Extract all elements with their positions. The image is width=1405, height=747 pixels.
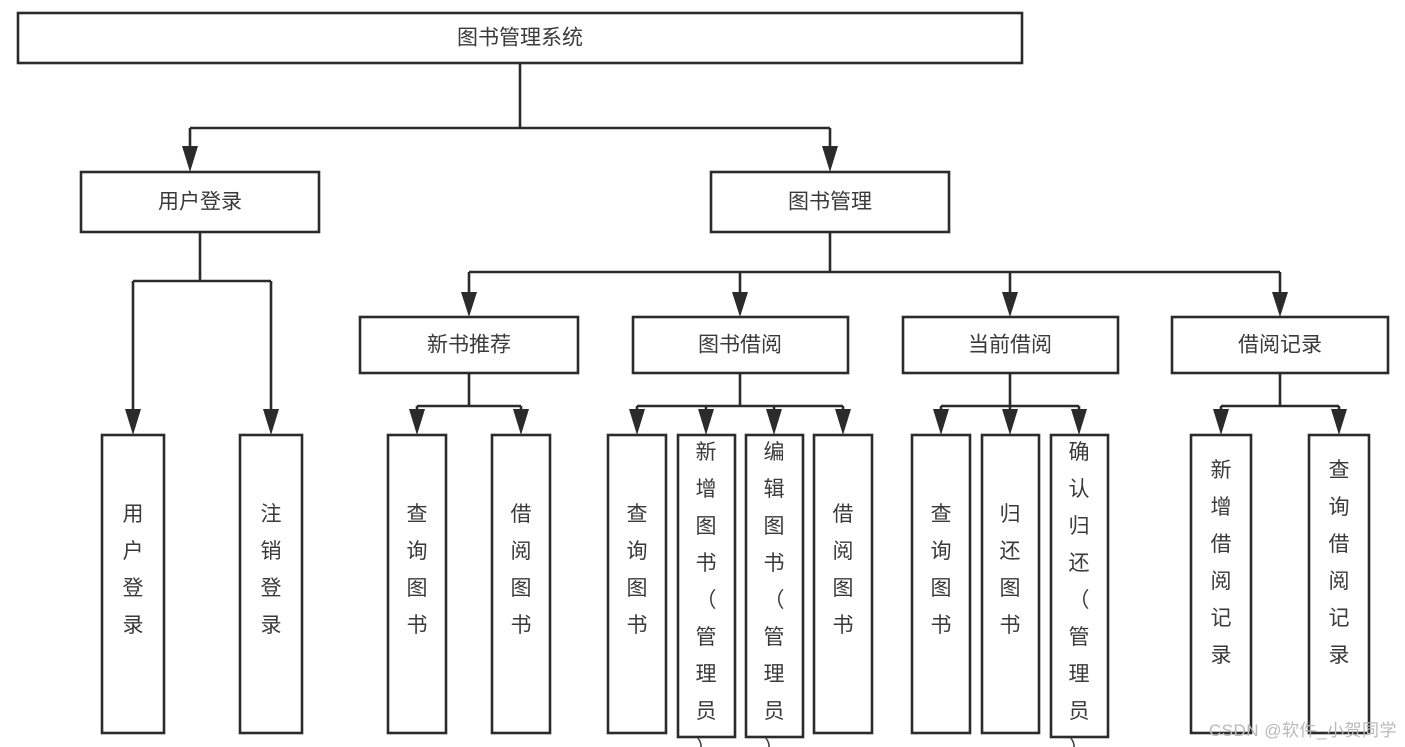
node-leaf-borrow-book-1[interactable]: 借阅图书: [490, 433, 552, 735]
node-leaf-add-record-box[interactable]: [1189, 433, 1253, 735]
node-new-book-rec-box[interactable]: [358, 315, 580, 375]
node-leaf-query-book-1-box[interactable]: [386, 433, 448, 735]
node-root[interactable]: 图书管理系统: [16, 11, 1024, 65]
node-leaf-query-book-2[interactable]: 查询图书: [606, 433, 668, 735]
node-leaf-query-record-label: 查询借阅记录: [1329, 459, 1350, 667]
node-leaf-user-logout[interactable]: 注销登录: [238, 433, 304, 735]
arrow-head-leaf-user-logout: [263, 409, 279, 435]
node-leaf-edit-book[interactable]: 编辑图书（管理员）: [744, 433, 805, 747]
arrow-head-leaf-edit-book: [766, 409, 782, 435]
arrow-head-bookmanage: [822, 146, 838, 172]
node-leaf-borrow-book-2-label: 借阅图书: [833, 503, 854, 637]
node-leaf-borrow-book-2[interactable]: 借阅图书: [812, 433, 874, 735]
node-new-book-rec[interactable]: 新书推荐: [358, 315, 580, 375]
arrow-head-new-book-rec: [461, 292, 477, 317]
node-leaf-edit-book-label: 编辑图书（管理员）: [764, 441, 785, 747]
node-root-box[interactable]: [16, 11, 1024, 65]
node-leaf-query-book-2-box[interactable]: [606, 433, 668, 735]
node-leaf-query-book-3-label: 查询图书: [931, 503, 952, 637]
node-new-book-rec-label: 新书推荐: [427, 334, 511, 357]
arrow-head-borrow-record: [1272, 292, 1288, 317]
connector-group-bookborrow: [629, 373, 851, 435]
node-current-borrow-label: 当前借阅: [968, 334, 1052, 357]
node-user-login-box[interactable]: [79, 170, 321, 234]
arrow-head-leaf-user-login: [125, 409, 141, 435]
node-leaf-confirm-return[interactable]: 确认归还（管理员）: [1049, 433, 1110, 747]
node-user-login-label: 用户登录: [158, 191, 242, 214]
connector-group-root: [182, 63, 838, 172]
node-root-label: 图书管理系统: [457, 27, 583, 50]
node-leaf-borrow-book-1-box[interactable]: [490, 433, 552, 735]
node-leaf-query-record[interactable]: 查询借阅记录: [1307, 433, 1371, 735]
node-leaf-query-record-box[interactable]: [1307, 433, 1371, 735]
arrow-head-leaf-add-record: [1213, 409, 1229, 435]
node-leaf-add-record-label: 新增借阅记录: [1211, 459, 1232, 667]
arrow-head-leaf-query-record: [1331, 409, 1347, 435]
arrow-head-leaf-query-book-2: [629, 409, 645, 435]
arrow-head-leaf-add-book: [698, 409, 714, 435]
node-leaf-return-book-label: 归还图书: [1000, 503, 1021, 637]
node-leaf-user-login-label: 用户登录: [123, 503, 144, 637]
node-leaf-return-book[interactable]: 归还图书: [980, 433, 1041, 735]
node-book-borrow-box[interactable]: [631, 315, 850, 375]
node-leaf-borrow-book-1-label: 借阅图书: [511, 503, 532, 637]
node-leaf-user-login-box[interactable]: [100, 433, 166, 735]
node-book-borrow[interactable]: 图书借阅: [631, 315, 850, 375]
node-leaf-add-record[interactable]: 新增借阅记录: [1189, 433, 1253, 735]
node-borrow-record-label: 借阅记录: [1238, 334, 1322, 357]
arrow-head-leaf-confirm-return: [1071, 409, 1087, 435]
arrow-head-userlogin: [182, 146, 198, 172]
arrow-head-leaf-borrow-book-1: [513, 409, 529, 435]
connector-group-userlogin: [125, 232, 279, 435]
node-leaf-confirm-return-box[interactable]: [1049, 433, 1110, 739]
node-book-borrow-label: 图书借阅: [698, 334, 782, 357]
connector-group-newbookrec: [409, 373, 529, 435]
node-leaf-query-book-1[interactable]: 查询图书: [386, 433, 448, 735]
node-leaf-add-book-box[interactable]: [676, 433, 737, 739]
node-current-borrow[interactable]: 当前借阅: [901, 315, 1120, 375]
node-user-login[interactable]: 用户登录: [79, 170, 321, 234]
node-leaf-user-login[interactable]: 用户登录: [100, 433, 166, 735]
arrow-head-book-borrow: [732, 292, 748, 317]
node-leaf-user-logout-box[interactable]: [238, 433, 304, 735]
node-leaf-user-logout-label: 注销登录: [261, 503, 282, 637]
arrow-head-current-borrow: [1002, 292, 1018, 317]
node-leaf-query-book-3[interactable]: 查询图书: [910, 433, 972, 735]
arrow-head-leaf-return-book: [1002, 409, 1018, 435]
node-book-manage-box[interactable]: [709, 170, 951, 234]
arrow-head-leaf-query-book-3: [933, 409, 949, 435]
node-borrow-record[interactable]: 借阅记录: [1170, 315, 1390, 375]
node-book-manage[interactable]: 图书管理: [709, 170, 951, 234]
node-leaf-query-book-2-label: 查询图书: [627, 503, 648, 637]
node-book-manage-label: 图书管理: [788, 191, 872, 214]
node-leaf-query-book-3-box[interactable]: [910, 433, 972, 735]
node-leaf-borrow-book-2-box[interactable]: [812, 433, 874, 735]
node-leaf-confirm-return-label: 确认归还（管理员）: [1069, 441, 1090, 747]
arrow-head-leaf-borrow-book-2: [835, 409, 851, 435]
node-leaf-return-book-box[interactable]: [980, 433, 1041, 735]
node-leaf-add-book[interactable]: 新增图书（管理员）: [676, 433, 737, 747]
connector-group-currentborrow: [933, 373, 1087, 435]
node-current-borrow-box[interactable]: [901, 315, 1120, 375]
node-leaf-add-book-label: 新增图书（管理员）: [696, 441, 717, 747]
node-leaf-query-book-1-label: 查询图书: [407, 503, 428, 637]
node-leaf-edit-book-box[interactable]: [744, 433, 805, 739]
node-borrow-record-box[interactable]: [1170, 315, 1390, 375]
connector-group-borrowrecord: [1213, 373, 1347, 435]
arrow-head-leaf-query-book-1: [409, 409, 425, 435]
connector-group-bookmanage: [461, 232, 1288, 317]
